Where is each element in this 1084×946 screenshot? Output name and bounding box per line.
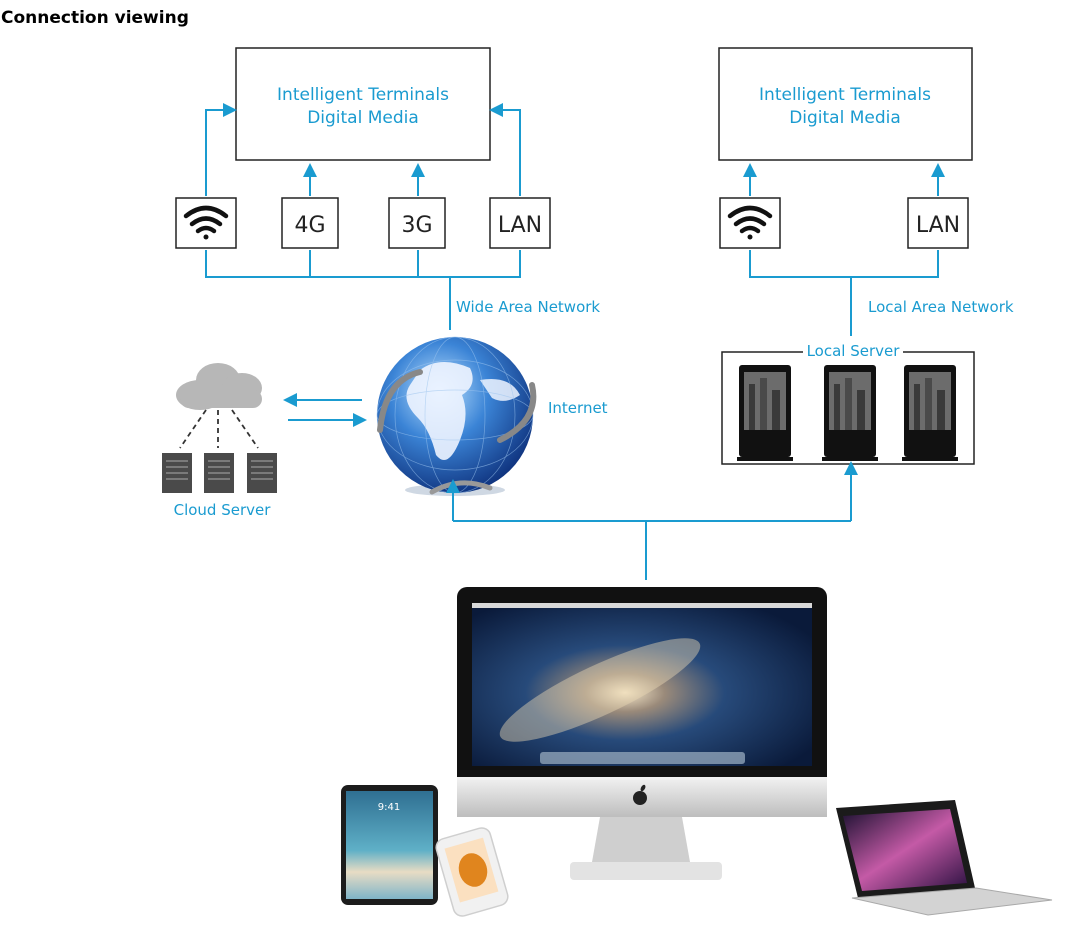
kiosk-display <box>737 365 793 461</box>
page-heading: Connection viewing <box>1 8 189 28</box>
ipad-time: 9:41 <box>378 802 400 813</box>
lan-terminal-line1: Intelligent Terminals <box>759 85 931 105</box>
internet-label: Internet <box>548 399 608 417</box>
lan-network-label: Local Area Network <box>868 298 1014 316</box>
cloud-globe-arrows <box>283 393 367 427</box>
net-3g-label: 3G <box>401 213 432 238</box>
imac-computer <box>457 587 827 880</box>
wan-network-label: Wide Area Network <box>456 298 600 316</box>
cloud-server-group <box>162 363 277 493</box>
lan-terminal-line2: Digital Media <box>789 108 901 128</box>
wan-terminal-box: Intelligent Terminals Digital Media <box>235 47 491 161</box>
device-uplink-lines <box>446 461 858 580</box>
lan-bus-lines <box>749 250 939 336</box>
cloud-icon <box>176 363 262 410</box>
wifi-icon <box>183 205 229 240</box>
local-server-label: Local Server <box>807 342 901 360</box>
lan-lan-box: LAN <box>907 197 969 249</box>
wifi-icon <box>727 205 773 240</box>
local-server-box: Local Server <box>721 342 975 465</box>
wan-terminal-line1: Intelligent Terminals <box>277 85 449 105</box>
wan-terminal-line2: Digital Media <box>307 108 419 128</box>
iphone-phone <box>435 827 509 917</box>
lan-up-arrows <box>743 163 945 196</box>
wan-3g-box: 3G <box>388 197 446 249</box>
kiosk-display <box>822 365 878 461</box>
ipad-tablet: 9:41 <box>341 785 438 905</box>
wan-lan-box: LAN <box>489 197 551 249</box>
wan-side-arrows <box>205 103 521 196</box>
wan-wifi-box <box>175 197 237 249</box>
wan-4g-box: 4G <box>281 197 339 249</box>
apple-logo-icon <box>633 784 647 805</box>
lan-terminal-box: Intelligent Terminals Digital Media <box>718 47 973 161</box>
lan-wifi-box <box>719 197 781 249</box>
net-4g-label: 4G <box>294 213 325 238</box>
macbook-laptop <box>836 800 1053 916</box>
wan-bus-lines <box>205 250 521 330</box>
net-lan-label: LAN <box>498 213 542 238</box>
lan-net-lan-label: LAN <box>916 213 960 238</box>
internet-globe <box>376 336 537 496</box>
cloud-server-label: Cloud Server <box>174 501 272 519</box>
kiosk-display <box>902 365 958 461</box>
